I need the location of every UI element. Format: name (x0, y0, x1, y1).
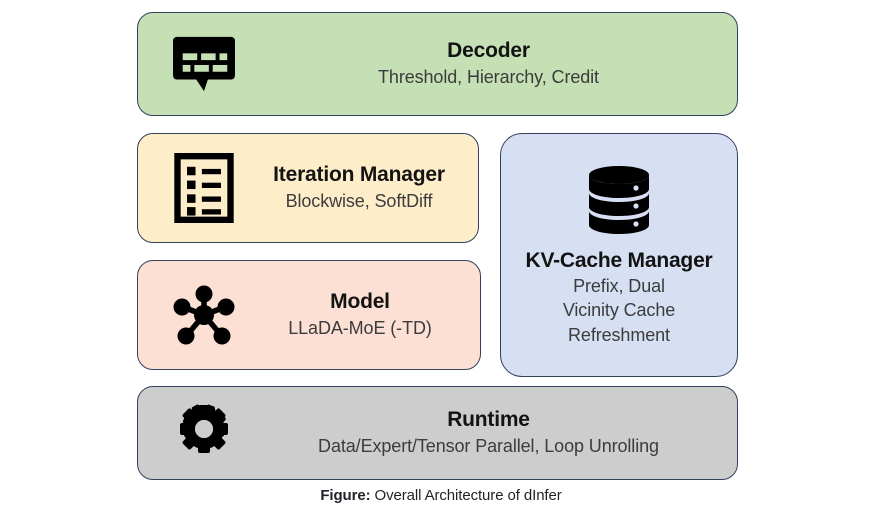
panel-kvcache-title: KV-Cache Manager (525, 249, 713, 273)
panel-decoder-subtitle: Threshold, Hierarchy, Credit (378, 66, 599, 87)
panel-kvcache-text: KV-Cache Manager Prefix, Dual Vicinity C… (517, 249, 720, 347)
panel-decoder[interactable]: Decoder Threshold, Hierarchy, Credit (137, 12, 738, 116)
panel-kvcache-subtitle-line-3: Refreshment (568, 324, 670, 345)
panel-kv-cache-manager[interactable]: KV-Cache Manager Prefix, Dual Vicinity C… (500, 133, 738, 377)
panel-model[interactable]: Model LLaDA-MoE (-TD) (137, 260, 481, 370)
panel-iteration-manager[interactable]: Iteration Manager Blockwise, SoftDiff (137, 133, 479, 243)
panel-runtime[interactable]: Runtime Data/Expert/Tensor Parallel, Loo… (137, 386, 738, 480)
panel-runtime-title: Runtime (447, 407, 530, 431)
network-hub-icon (150, 282, 258, 348)
panel-decoder-text: Decoder Threshold, Hierarchy, Credit (258, 39, 737, 89)
panel-model-subtitle: LLaDA-MoE (-TD) (288, 317, 432, 338)
figure-caption: Figure: Overall Architecture of dInfer (0, 487, 882, 504)
checklist-document-icon (150, 153, 258, 223)
panel-model-title: Model (330, 289, 390, 313)
panel-iteration-subtitle: Blockwise, SoftDiff (285, 190, 433, 211)
figure-caption-label: Figure: (320, 487, 371, 504)
panel-decoder-title: Decoder (447, 38, 530, 62)
panel-kvcache-subtitle-line-2: Vicinity Cache (562, 300, 676, 321)
panel-model-text: Model LLaDA-MoE (-TD) (258, 290, 480, 340)
panel-runtime-text: Runtime Data/Expert/Tensor Parallel, Loo… (258, 408, 737, 458)
database-stack-icon (501, 163, 737, 235)
panel-iteration-title: Iteration Manager (273, 162, 445, 186)
gear-icon (150, 401, 258, 465)
figure-caption-text: Overall Architecture of dInfer (370, 487, 562, 504)
panel-iteration-text: Iteration Manager Blockwise, SoftDiff (258, 163, 478, 213)
panel-kvcache-subtitle-line-1: Prefix, Dual (573, 275, 665, 296)
panel-runtime-subtitle: Data/Expert/Tensor Parallel, Loop Unroll… (318, 435, 659, 456)
speech-bubble-subtitle-icon (150, 33, 258, 95)
